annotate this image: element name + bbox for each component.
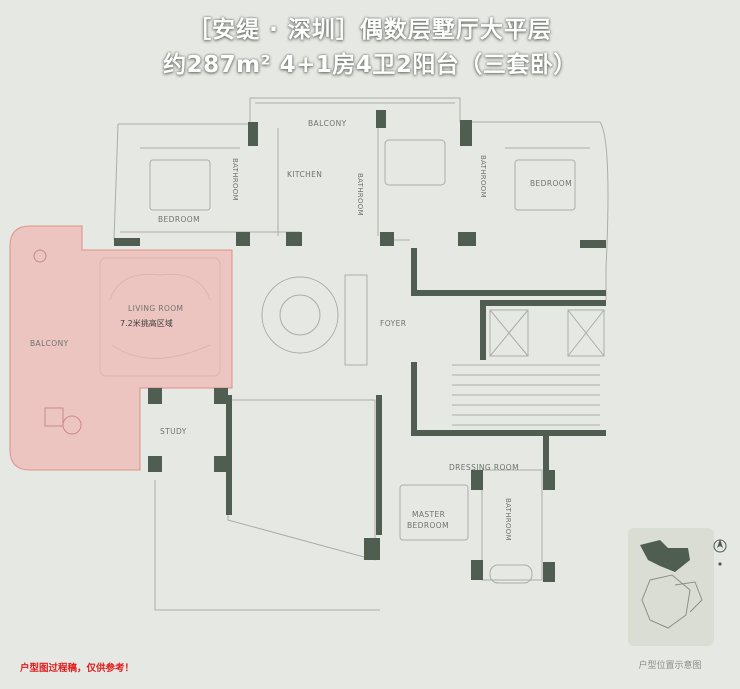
room-label-foyer: FOYER [380,319,406,328]
room-label-living-room: LIVING ROOM [128,304,183,313]
room-label-bathroom-1: BATHROOM [231,158,239,201]
room-label-bathroom-2: BATHROOM [356,173,364,216]
room-label-bathroom-3: BATHROOM [479,155,487,198]
room-label-study: STUDY [160,427,187,436]
room-label-bedroom-left: BEDROOM [158,215,200,224]
room-label-master-bedroom-2: BEDROOM [407,521,449,530]
north-arrow-icon [713,539,727,566]
room-label-balcony-left: BALCONY [30,339,69,348]
title-line-1: ［安缇 · 深圳］偶数层墅厅大平层 [188,17,552,43]
room-label-bedroom-right: BEDROOM [530,179,572,188]
keyplan-caption: 户型位置示意图 [638,661,702,671]
room-label-kitchen: KITCHEN [287,170,322,179]
room-label-dressing-room: DRESSING ROOM [449,463,519,472]
title-line-2: 约287m² 4+1房4卫2阳台（三套卧） [163,52,577,78]
room-label-balcony-top: BALCONY [308,119,347,128]
disclaimer: 户型图过程稿，仅供参考！ [20,663,135,674]
double-height-note: 7.2米挑高区域 [120,318,173,328]
room-label-bathroom-master: BATHROOM [504,498,512,541]
key-plan [628,528,714,646]
room-label-master-bedroom-1: MASTER [412,510,445,519]
double-height-area [9,225,233,471]
